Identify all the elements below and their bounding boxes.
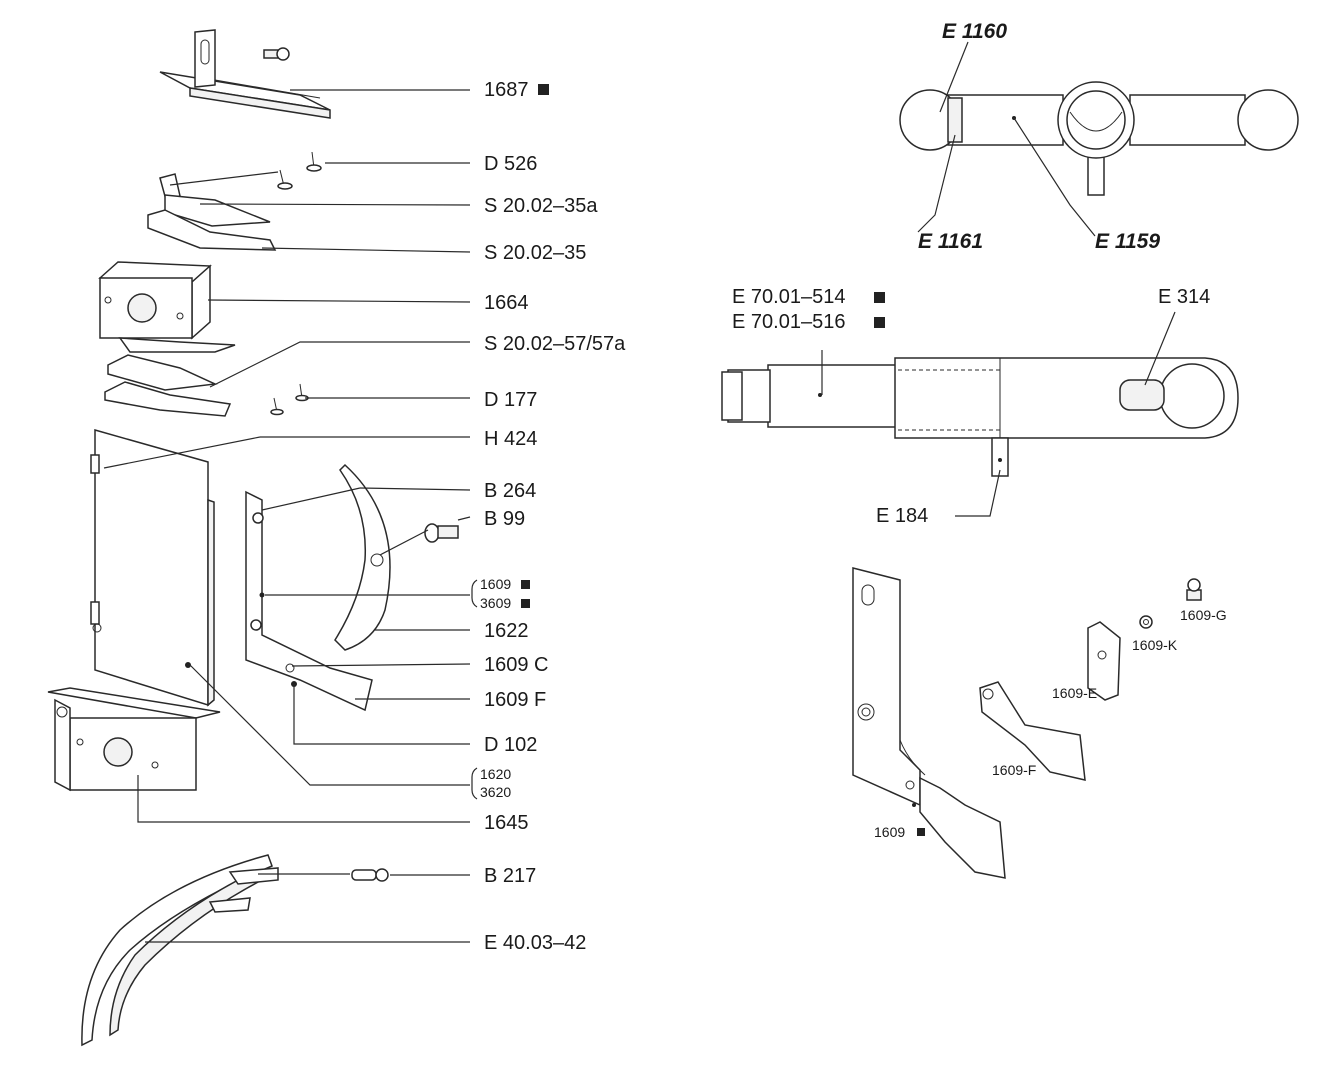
label-d102: D 102 [484, 734, 537, 756]
arm-assembly-drawing [721, 357, 1239, 477]
arm-leader-lines [821, 311, 1176, 517]
label-h424: H 424 [484, 428, 537, 450]
label-e1160: E 1160 [942, 20, 1007, 43]
label-b264: B 264 [484, 480, 536, 502]
new-part-marker [917, 828, 925, 836]
label-d526: D 526 [484, 153, 537, 175]
label-1609f-sub: 1609-F [992, 762, 1036, 778]
label-e7001-516: E 70.01–516 [732, 311, 845, 333]
label-e4003-42: E 40.03–42 [484, 932, 586, 954]
part-1645-drawing [47, 687, 221, 792]
label-e184: E 184 [876, 505, 928, 527]
label-s2002-35a: S 20.02–35a [484, 195, 598, 217]
label-3609: 3609 [480, 595, 511, 611]
label-1622: 1622 [484, 620, 529, 642]
part-h424-drawing [90, 429, 215, 707]
label-1609: 1609 [480, 576, 511, 592]
label-1609c: 1609 C [484, 654, 549, 676]
label-s2002-35: S 20.02–35 [484, 242, 586, 264]
left-labels: 1687 D 526 S 20.02–35a S 20.02–35 1664 S… [480, 79, 626, 954]
new-part-marker [874, 317, 885, 328]
part-e4003-42-drawing [81, 854, 389, 1047]
label-e1161: E 1161 [918, 230, 983, 253]
label-e7001-514: E 70.01–514 [732, 286, 845, 308]
label-1645: 1645 [484, 812, 529, 834]
label-1664: 1664 [484, 292, 529, 314]
new-part-marker [521, 599, 530, 608]
label-3620: 3620 [480, 784, 511, 800]
part-1609-plate-drawing [245, 463, 459, 712]
new-part-marker [521, 580, 530, 589]
sub-1609-labels: 1609-G 1609-K 1609-E 1609-F 1609 [874, 607, 1227, 840]
label-e314: E 314 [1158, 286, 1210, 308]
new-part-marker [874, 292, 885, 303]
part-s2002-35-drawing [147, 151, 322, 251]
label-s2002-57: S 20.02–57/57a [484, 333, 626, 355]
label-1620: 1620 [480, 766, 511, 782]
sub-1609-drawing [852, 567, 1202, 879]
arm-labels: E 70.01–514 E 70.01–516 E 314 E 184 [732, 286, 1210, 527]
part-s2002-57-drawing [104, 354, 309, 417]
part-1687-drawing [159, 29, 331, 119]
label-1609e: 1609-E [1052, 685, 1097, 701]
label-1609f: 1609 F [484, 689, 546, 711]
label-e1159: E 1159 [1095, 230, 1160, 253]
label-b99: B 99 [484, 508, 525, 530]
label-1609-sub: 1609 [874, 824, 905, 840]
label-d177: D 177 [484, 389, 537, 411]
handle-leader-lines [917, 41, 1096, 237]
label-1609g: 1609-G [1180, 607, 1227, 623]
label-1687: 1687 [484, 79, 529, 101]
label-b217: B 217 [484, 865, 536, 887]
new-part-marker [538, 84, 549, 95]
handle-assembly-drawing [899, 81, 1299, 196]
label-1609k: 1609-K [1132, 637, 1178, 653]
handle-labels: E 1160 E 1161 E 1159 [918, 20, 1160, 253]
part-1664-drawing [98, 261, 236, 353]
left-leader-lines [103, 89, 478, 943]
